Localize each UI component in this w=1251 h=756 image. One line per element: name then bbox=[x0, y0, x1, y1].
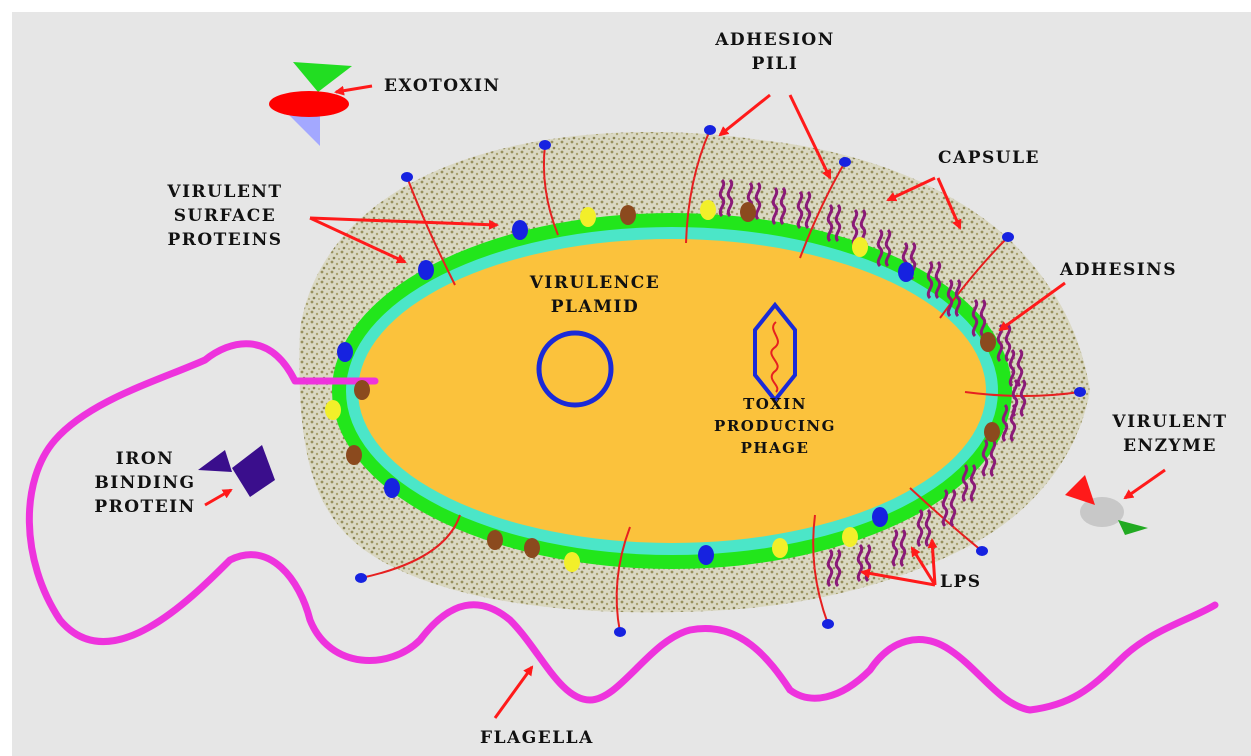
label-phage: PHAGE bbox=[690, 437, 860, 459]
surface-protein bbox=[772, 538, 788, 558]
label-plamid: PLAMID bbox=[505, 295, 685, 319]
label-flagella: FLAGELLA bbox=[480, 726, 594, 750]
pilus-tip bbox=[1074, 387, 1086, 397]
surface-protein bbox=[980, 332, 996, 352]
label-binding: BINDING bbox=[75, 471, 215, 495]
surface-protein bbox=[337, 342, 353, 362]
pilus-tip bbox=[1002, 232, 1014, 242]
label-exotoxin: EXOTOXIN bbox=[384, 74, 501, 98]
label-proteins: PROTEINS bbox=[145, 228, 305, 252]
label-adhesins: ADHESINS bbox=[1060, 258, 1177, 282]
pilus-tip bbox=[976, 546, 988, 556]
label-capsule: CAPSULE bbox=[938, 146, 1040, 170]
label-virulent-surface-proteins: VIRULENT SURFACE PROTEINS bbox=[145, 180, 305, 252]
pilus-tip bbox=[401, 172, 413, 182]
label-surface: SURFACE bbox=[145, 204, 305, 228]
label-producing: PRODUCING bbox=[690, 415, 860, 437]
surface-protein bbox=[384, 478, 400, 498]
pilus-tip bbox=[839, 157, 851, 167]
label-iron: IRON bbox=[75, 447, 215, 471]
label-toxin-producing-phage: TOXIN PRODUCING PHAGE bbox=[690, 393, 860, 459]
pilus-tip bbox=[539, 140, 551, 150]
surface-protein bbox=[698, 545, 714, 565]
surface-protein bbox=[852, 237, 868, 257]
surface-protein bbox=[984, 422, 1000, 442]
surface-protein bbox=[325, 400, 341, 420]
pilus-tip bbox=[704, 125, 716, 135]
surface-protein bbox=[898, 262, 914, 282]
surface-protein bbox=[524, 538, 540, 558]
label-adhesion-pili: ADHESION PILI bbox=[690, 28, 860, 76]
surface-protein bbox=[346, 445, 362, 465]
surface-protein bbox=[418, 260, 434, 280]
pilus-tip bbox=[822, 619, 834, 629]
surface-protein bbox=[872, 507, 888, 527]
label-virulent-enzyme: VIRULENT ENZYME bbox=[1090, 410, 1250, 458]
surface-protein bbox=[700, 200, 716, 220]
surface-protein bbox=[564, 552, 580, 572]
label-enzyme: ENZYME bbox=[1090, 434, 1250, 458]
label-toxin: TOXIN bbox=[690, 393, 860, 415]
surface-protein bbox=[354, 380, 370, 400]
label-virulent: VIRULENT bbox=[145, 180, 305, 204]
surface-protein bbox=[620, 205, 636, 225]
surface-protein bbox=[512, 220, 528, 240]
label-adhesion: ADHESION bbox=[690, 28, 860, 52]
pilus-tip bbox=[355, 573, 367, 583]
surface-protein bbox=[842, 527, 858, 547]
surface-protein bbox=[580, 207, 596, 227]
surface-protein bbox=[487, 530, 503, 550]
label-virulence-plasmid: VIRULENCE PLAMID bbox=[505, 271, 685, 319]
label-virulent-2: VIRULENT bbox=[1090, 410, 1250, 434]
surface-protein bbox=[740, 202, 756, 222]
label-lps: LPS bbox=[940, 570, 982, 594]
label-iron-binding-protein: IRON BINDING PROTEIN bbox=[75, 447, 215, 519]
label-protein: PROTEIN bbox=[75, 495, 215, 519]
pilus-tip bbox=[614, 627, 626, 637]
label-virulence: VIRULENCE bbox=[505, 271, 685, 295]
label-pili: PILI bbox=[690, 52, 860, 76]
